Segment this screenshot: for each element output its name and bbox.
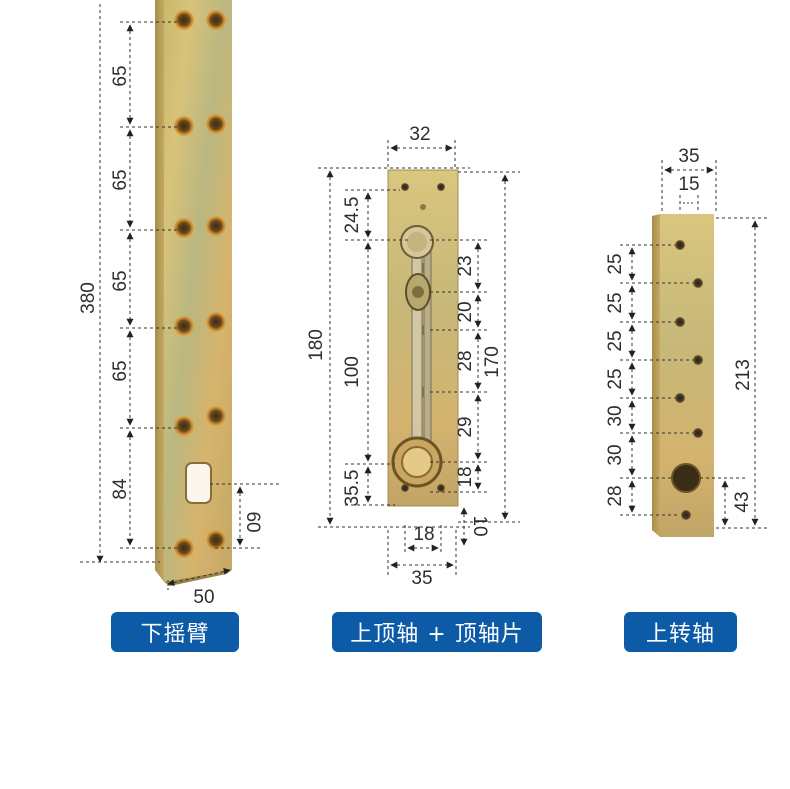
part2-dimension-lines	[318, 140, 520, 575]
dim-bottom-margin: 10	[469, 515, 490, 536]
part-label-lower-arm: 下摇臂	[111, 612, 239, 652]
part3-dimension-lines	[620, 160, 770, 529]
dim-seg-5: 18	[455, 466, 476, 487]
dim-bottom-width: 35	[411, 568, 432, 589]
dim-plate-height: 170	[482, 346, 503, 378]
dim-seg-1: 23	[455, 255, 476, 276]
dim-seg-3: 28	[455, 350, 476, 371]
dim-spacing-4: 65	[110, 360, 131, 381]
pivot-link-bar	[411, 239, 423, 455]
dim-slot-offset: 60	[242, 511, 263, 532]
dim-hole-offset: 24.5	[342, 197, 363, 234]
dim-seg-2: 25	[605, 292, 626, 313]
dim-seg-5: 30	[605, 405, 626, 426]
dim-seg-3: 25	[605, 330, 626, 351]
arm-holes	[174, 10, 226, 558]
dim-spacing-2: 65	[110, 169, 131, 190]
pivot-bar-side	[652, 214, 660, 537]
part-label-top-pivot: 上顶轴 + 顶轴片	[332, 612, 542, 652]
part-lower-arm	[155, 0, 232, 586]
part1-dimension-labels: 380 65 65 65 65 84 60 50	[78, 65, 263, 608]
dim-seg-1: 25	[605, 253, 626, 274]
dim-seg-7: 28	[605, 485, 626, 506]
dim-width: 35	[678, 146, 699, 167]
part-label-upper-pivot: 上转轴	[624, 612, 737, 652]
dim-seg-6: 30	[605, 444, 626, 465]
dim-spacing-5: 84	[110, 478, 131, 500]
dim-spacing-3: 65	[110, 270, 131, 291]
dim-seg-4: 25	[605, 368, 626, 389]
arm-side-face	[155, 0, 164, 582]
part3-dimension-labels: 35 15 213 43 25 25 25 25 30 30 28	[605, 146, 754, 513]
dim-width: 50	[193, 587, 214, 608]
arm-front-face	[164, 0, 232, 582]
dim-center-distance: 100	[342, 356, 363, 388]
dim-inner-width: 18	[413, 524, 434, 545]
dim-height: 213	[733, 359, 754, 391]
dim-seg-4: 29	[455, 416, 476, 437]
dim-seg-2: 20	[455, 301, 476, 322]
part-top-pivot	[387, 169, 459, 507]
part-upper-pivot	[652, 214, 714, 537]
dim-total-height: 180	[306, 329, 327, 361]
dim-bottom-offset: 35.5	[342, 470, 363, 507]
dim-top-width: 32	[409, 124, 430, 145]
part1-dimension-lines	[80, 4, 280, 592]
dim-hole-pitch-x: 15	[678, 174, 699, 195]
arm-slot	[185, 462, 212, 504]
dim-bottom-offset: 43	[732, 491, 753, 512]
dim-total-height: 380	[78, 282, 99, 314]
dim-spacing-1: 65	[110, 65, 131, 86]
part2-dimension-labels: 32 24.5 180 100 35.5 23 20 28 29 18 170 …	[306, 124, 503, 589]
pivot-bar-large-hole	[671, 463, 701, 493]
